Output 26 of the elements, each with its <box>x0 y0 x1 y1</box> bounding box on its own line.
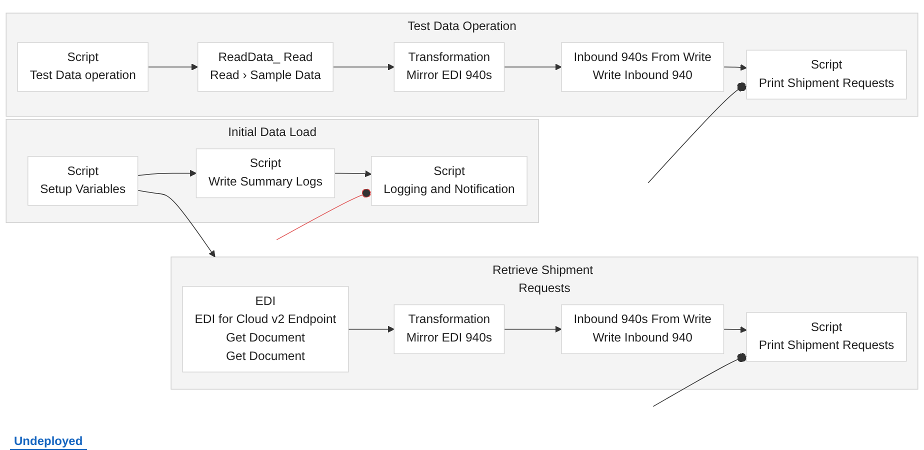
status-tab: Undeployed <box>10 433 87 450</box>
node-box: Script Write Summary Logs <box>196 148 336 198</box>
arrow <box>348 326 394 333</box>
arrow <box>504 326 562 333</box>
node-box: Script Print Shipment Requests <box>746 312 907 362</box>
node-box: Inbound 940s From Write Write Inbound 940 <box>561 304 724 354</box>
connector <box>276 188 372 240</box>
node-box: Script Logging and Notification <box>370 156 528 206</box>
node-box: EDI EDI for Cloud v2 Endpoint Get Document Get Document <box>182 286 349 373</box>
node-box: Transformation Mirror EDI 940s <box>394 304 505 354</box>
node-box: Script Print Shipment Requests <box>746 50 907 100</box>
node-box: Script Setup Variables <box>28 156 138 206</box>
node-box: Inbound 940s From Write Write Inbound 940 <box>561 42 724 92</box>
arrow <box>723 64 747 71</box>
node-box: Transformation Mirror EDI 940s <box>394 42 505 92</box>
arrow <box>137 170 197 177</box>
arrow <box>137 190 216 258</box>
arrow <box>504 64 562 70</box>
node-box: Script Test Data operation <box>17 42 148 92</box>
node-box: ReadData_ Read Read › Sample Data <box>197 42 334 92</box>
arrow <box>723 326 747 334</box>
arrow <box>332 64 394 70</box>
connector <box>652 353 748 407</box>
connector <box>648 82 748 184</box>
arrow <box>334 170 372 178</box>
arrow <box>148 64 198 70</box>
